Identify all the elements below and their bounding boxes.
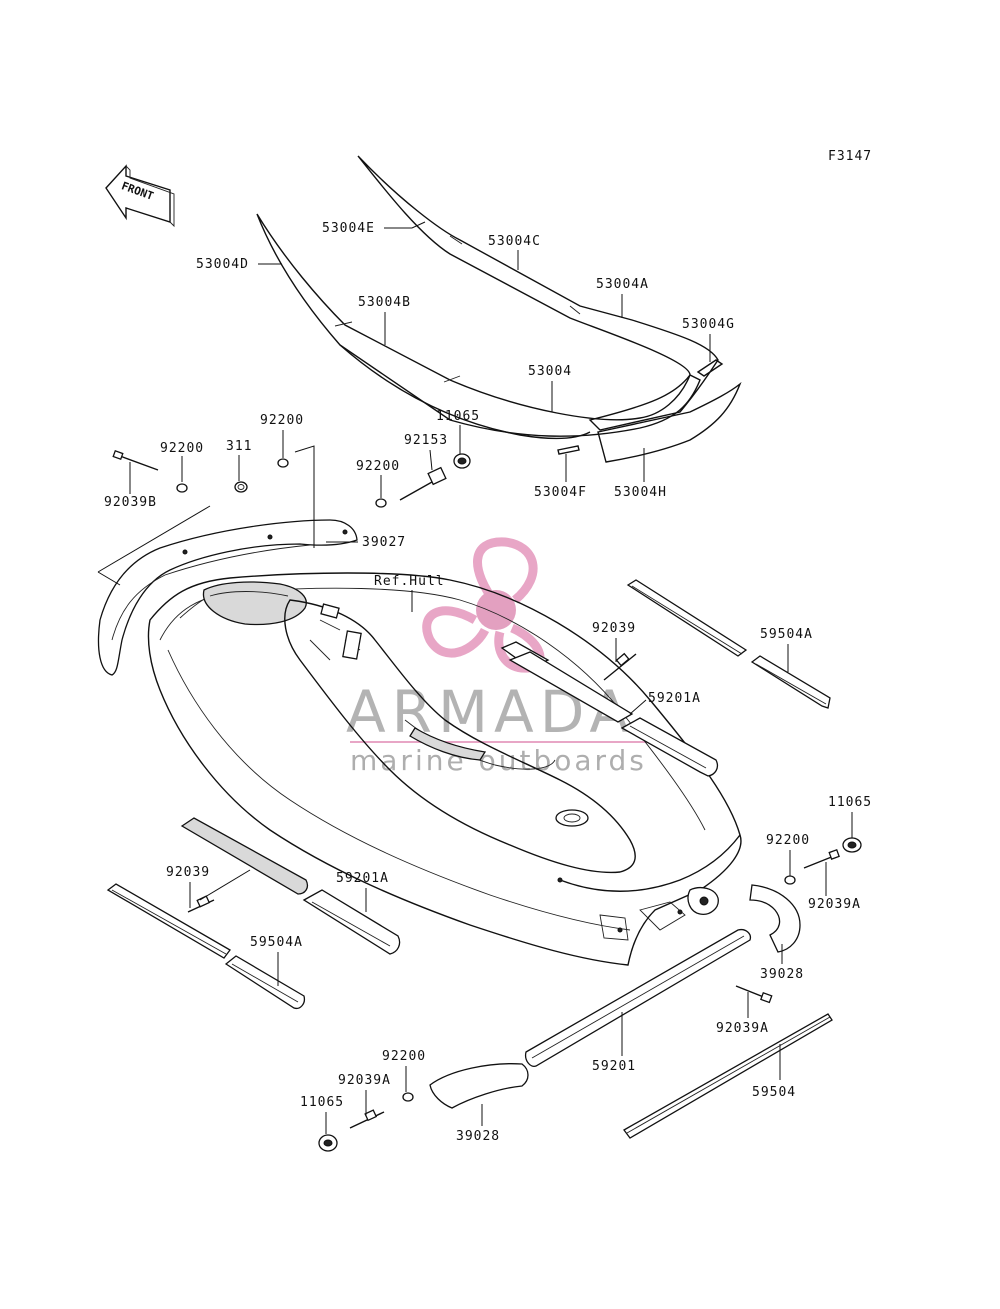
cover-59504a-right xyxy=(750,655,831,709)
nut-311 xyxy=(234,481,248,493)
label-59504: 59504 xyxy=(752,1085,796,1100)
label-53004A: 53004A xyxy=(596,277,649,292)
label-11065-top: 11065 xyxy=(436,409,480,424)
cap-11065-bottom xyxy=(318,1134,338,1152)
label-53004C: 53004C xyxy=(488,234,541,249)
label-53004: 53004 xyxy=(528,364,572,379)
label-92200-a: 92200 xyxy=(160,441,204,456)
deck-mat-bottom-edge xyxy=(339,344,591,440)
label-11065-bottom: 11065 xyxy=(300,1095,344,1110)
bolt-92039a-right xyxy=(803,848,840,869)
washer-92200-left xyxy=(176,483,188,493)
label-59504A-left: 59504A xyxy=(250,935,303,950)
deck-mat-left xyxy=(256,213,701,437)
washer-92200-bottom xyxy=(402,1092,414,1102)
label-92039A-bottom: 92039A xyxy=(338,1073,391,1088)
deck-mat-piece-53004g xyxy=(696,359,724,377)
front-label: FRONT xyxy=(120,179,156,203)
label-92039-right: 92039 xyxy=(592,621,636,636)
washer-92200-mid xyxy=(277,458,289,468)
strake-59504a-left xyxy=(106,883,231,959)
bolt-92039a-mid xyxy=(735,985,773,1004)
label-92153: 92153 xyxy=(404,433,448,448)
label-53004D: 53004D xyxy=(196,257,249,272)
label-92200-bottom: 92200 xyxy=(382,1049,426,1064)
bolt-92039b xyxy=(112,449,159,471)
strake-59504a-right xyxy=(626,579,748,657)
front-direction-arrow: FRONT xyxy=(105,164,175,228)
washer-92200-right xyxy=(375,498,387,508)
label-92200-c: 92200 xyxy=(356,459,400,474)
sponson-59201a-left-front xyxy=(180,817,309,895)
label-92039A-mid: 92039A xyxy=(716,1021,769,1036)
label-53004G: 53004G xyxy=(682,317,735,332)
watermark-logo: ARMADA marine outboards xyxy=(346,537,650,777)
label-53004B: 53004B xyxy=(358,295,411,310)
label-39027: 39027 xyxy=(362,535,406,550)
deck-mat-rear xyxy=(357,155,719,431)
bracket-39028-bottom xyxy=(429,1063,529,1109)
label-59201A-left: 59201A xyxy=(336,871,389,886)
label-92039B: 92039B xyxy=(104,495,157,510)
diagram-code: F3147 xyxy=(828,149,872,164)
label-39028-bottom: 39028 xyxy=(456,1129,500,1144)
label-59201: 59201 xyxy=(592,1059,636,1074)
deck-mat-tail-53004h xyxy=(597,381,742,463)
sponson-59201a-left xyxy=(302,889,401,955)
label-59504A-right: 59504A xyxy=(760,627,813,642)
label-39028-right: 39028 xyxy=(760,967,804,982)
watermark-brand: ARMADA xyxy=(346,678,635,746)
label-53004E: 53004E xyxy=(322,221,375,236)
rear-grab-handle-39027 xyxy=(97,519,358,676)
bolt-92039a-bottom xyxy=(349,1109,385,1129)
label-92200-right: 92200 xyxy=(766,833,810,848)
sponson-59201 xyxy=(524,928,752,1067)
washer-92200-right-rear xyxy=(784,875,796,885)
reference-hull-label: Ref.Hull xyxy=(374,574,445,589)
label-53004H: 53004H xyxy=(614,485,667,500)
label-92200-b: 92200 xyxy=(260,413,304,428)
bolt-92153 xyxy=(399,466,447,501)
label-92039-left: 92039 xyxy=(166,865,210,880)
label-92039A-right: 92039A xyxy=(808,897,861,912)
sponson-59201a-right xyxy=(508,651,719,777)
label-59201A-right: 59201A xyxy=(648,691,701,706)
bracket-39028-right xyxy=(749,884,801,953)
label-11065-right: 11065 xyxy=(828,795,872,810)
cap-11065-top xyxy=(453,453,471,469)
cover-59504a-left xyxy=(224,955,306,1010)
label-53004F: 53004F xyxy=(534,485,587,500)
watermark-tagline: marine outboards xyxy=(350,744,647,777)
pin-92039-right xyxy=(603,652,637,681)
hull-body xyxy=(147,572,742,966)
pin-92039-left xyxy=(187,895,215,913)
deck-mat-piece-53004f xyxy=(557,445,580,455)
cap-11065-right xyxy=(842,837,862,853)
label-311: 311 xyxy=(226,439,252,454)
